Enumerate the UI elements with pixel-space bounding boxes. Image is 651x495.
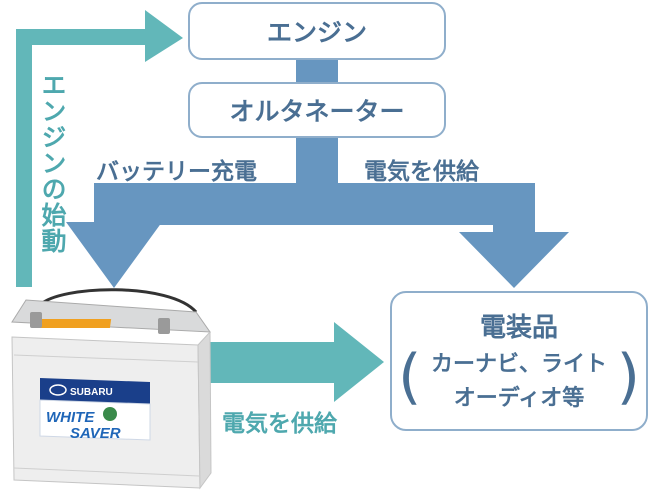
engine-label: エンジン [266,18,367,47]
power-supply-label-top: 電気を供給 [364,159,479,185]
split-bar [94,183,535,225]
engine-start-label: エンジンの始動 [38,72,67,254]
electrical-examples-line2: オーディオ等 [453,386,585,411]
battery-product-line2: SAVER [70,425,121,442]
electrical-title: 電装品 [479,313,558,343]
alternator-trunk [296,137,338,185]
battery-charge-arrow [66,183,162,288]
battery-product-line1: WHITE [46,409,95,426]
engine-box: エンジン [188,2,446,60]
battery-brand: SUBARU [70,387,113,398]
paren-open: ( [398,342,422,412]
electrical-examples-line1: カーナビ、ライト [430,352,607,377]
engine-alternator-connector [296,59,338,83]
battery-charge-label: バッテリー充電 [96,159,257,185]
power-supply-arrow-top [459,183,569,288]
electrical-equipment-box: 電装品 カーナビ、ライト オーディオ等 ( ) [390,291,648,431]
alternator-box: オルタネーター [188,82,446,138]
electrical-examples: カーナビ、ライト オーディオ等 [431,348,607,416]
engine-start-arrow [16,10,183,287]
alternator-label: オルタネーター [229,97,405,126]
power-supply-label-bottom: 電気を供給 [222,411,337,437]
paren-close: ) [616,342,640,412]
battery-image: SUBARU WHITE SAVER [11,288,212,490]
power-supply-arrow-bottom [208,322,384,402]
